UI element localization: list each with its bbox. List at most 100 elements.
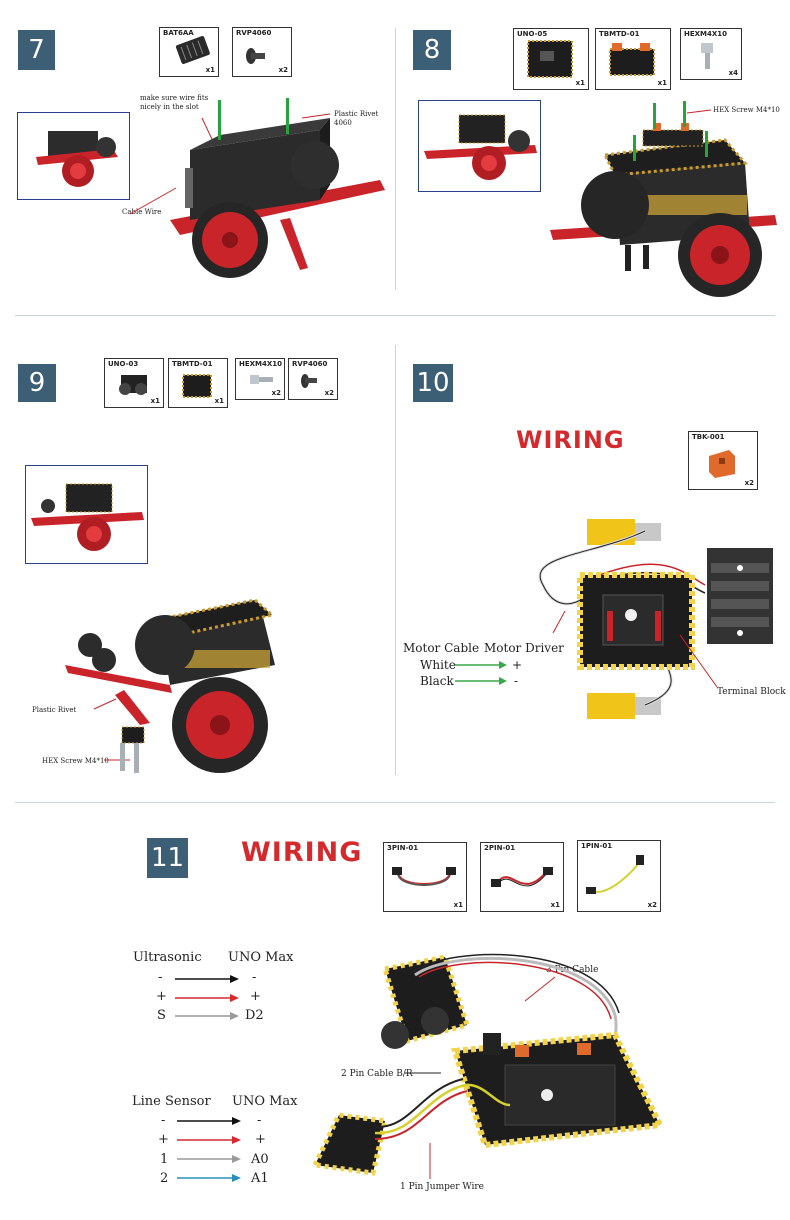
motor-driver-icon [609,43,655,76]
part-code: RVP4060 [292,360,328,368]
part-code: 2PIN-01 [484,844,516,852]
line-pin-2: 2 [160,1171,169,1186]
plastic-rivet-icon [301,374,317,388]
uno-max-header: UNO Max [228,950,294,965]
divider-row-1 [15,315,775,316]
part-plastic-rivet: RVP4060 x2 [232,27,292,77]
part-qty: x2 [278,66,288,74]
part-code: RVP4060 [236,29,272,37]
3pin-cable-icon [392,867,456,886]
line-pin-minus: - [161,1113,166,1128]
motor-driver-header: Motor Driver [484,641,564,655]
one-pin-jumper-callout: 1 Pin Jumper Wire [400,1182,484,1192]
step-10-wiring-title: WIRING [516,426,625,454]
part-qty: x1 [150,397,160,405]
1pin-jumper-icon [586,855,644,894]
motor-driver-minus: - [514,674,519,688]
step-10-badge: 10 [413,364,453,402]
plastic-rivet-icon [246,48,265,64]
part-plastic-rivet: RVP4060 x2 [288,358,338,400]
ultrasonic-pin-minus: - [158,970,163,985]
hex-screw-icon [701,43,713,69]
part-code: TBMTD-01 [599,30,640,38]
step-11-wiring-title: WIRING [241,837,363,868]
part-qty: x2 [744,479,754,487]
part-qty: x1 [575,79,585,87]
three-pin-cable-callout: 3 Pin Cable [546,965,599,975]
motor-cable-white: White [420,658,456,672]
part-hex-screw: HEXM4X10 x2 [235,358,285,400]
robot-preview-image [424,114,537,180]
line-sensor-header: Line Sensor [132,1094,211,1109]
step-7-slot-note: make sure wire fits nicely in the slot [140,94,209,111]
line-pin-plus: + [158,1132,169,1147]
step-7-robot-illustration [129,98,385,278]
part-qty: x2 [271,389,281,397]
step-7-preview-thumbnail [17,112,130,200]
uno-pin-minus: - [252,970,257,985]
divider-col-2 [395,345,396,775]
step-9-preview-thumbnail [25,465,148,564]
ultrasonic-sensor-icon [119,375,147,395]
step-10-wiring-diagram [538,519,773,719]
terminal-block-callout: Terminal Block [717,687,786,697]
step-8-robot-illustration [550,101,777,297]
part-qty: x1 [453,901,463,909]
uno-pin-a0: A0 [251,1152,269,1167]
divider-row-2 [15,802,775,803]
2pin-cable-icon [491,867,553,887]
terminal-block-icon [709,450,735,478]
line-pin-1: 1 [160,1152,169,1167]
ultrasonic-pin-plus: + [156,989,167,1004]
part-qty: x4 [728,69,738,77]
part-qty: x1 [657,79,667,87]
step-7-badge: 7 [18,30,55,70]
part-2pin-cable: 2PIN-01 x1 [480,842,564,912]
hex-screw-icon [250,375,273,384]
ultrasonic-pin-s: S [157,1008,166,1023]
part-code: HEXM4X10 [239,360,283,368]
two-pin-cable-callout: 2 Pin Cable B/R [341,1069,413,1079]
step-9-robot-illustration [65,598,276,773]
part-code: 1PIN-01 [581,842,613,850]
line-sensor-icon [182,374,212,398]
part-code: 3PIN-01 [387,844,419,852]
part-qty: x1 [205,66,215,74]
robot-preview-image [36,131,118,187]
part-motor-driver: TBMTD-01 x1 [595,28,671,90]
uno-pin-a1: A1 [251,1171,269,1186]
step-9-screw-callout: HEX Screw M4*10 [42,757,109,765]
motor-cable-black: Black [420,674,454,688]
line-sensor-wire-arrows [177,1117,241,1182]
part-code: TBMTD-01 [172,360,213,368]
uno-pin-minus-2: - [257,1113,262,1128]
part-battery-holder: BAT6AA x1 [159,27,219,77]
uno-board-icon [527,40,573,78]
divider-col-1 [395,28,396,290]
motor-cable-header: Motor Cable [403,641,480,655]
uno-pin-d2: D2 [245,1008,264,1023]
part-code: BAT6AA [163,29,194,37]
part-qty: x1 [214,397,224,405]
step-7-cable-callout: Cable Wire [122,208,162,216]
step-8-preview-thumbnail [418,100,541,192]
uno-max-header-2: UNO Max [232,1094,298,1109]
ultrasonic-header: Ultrasonic [133,950,202,965]
motor-wiring-arrows [455,661,507,685]
motor-driver-plus: + [512,658,523,672]
part-ultrasonic-sensor: UNO-03 x1 [104,358,164,408]
part-terminal-block: TBK-001 x2 [688,431,758,490]
part-qty: x2 [647,901,657,909]
ultrasonic-wire-arrows [175,975,239,1020]
part-uno-board: UNO-05 x1 [513,28,589,90]
part-qty: x1 [550,901,560,909]
part-code: UNO-05 [517,30,548,38]
part-code: UNO-03 [108,360,139,368]
step-9-badge: 9 [18,364,56,402]
step-11-badge: 11 [147,838,188,878]
part-1pin-jumper: 1PIN-01 x2 [577,840,661,912]
part-code: TBK-001 [692,433,725,441]
step-8-badge: 8 [413,30,451,70]
part-line-sensor: TBMTD-01 x1 [168,358,228,408]
uno-pin-plus: + [250,989,261,1004]
